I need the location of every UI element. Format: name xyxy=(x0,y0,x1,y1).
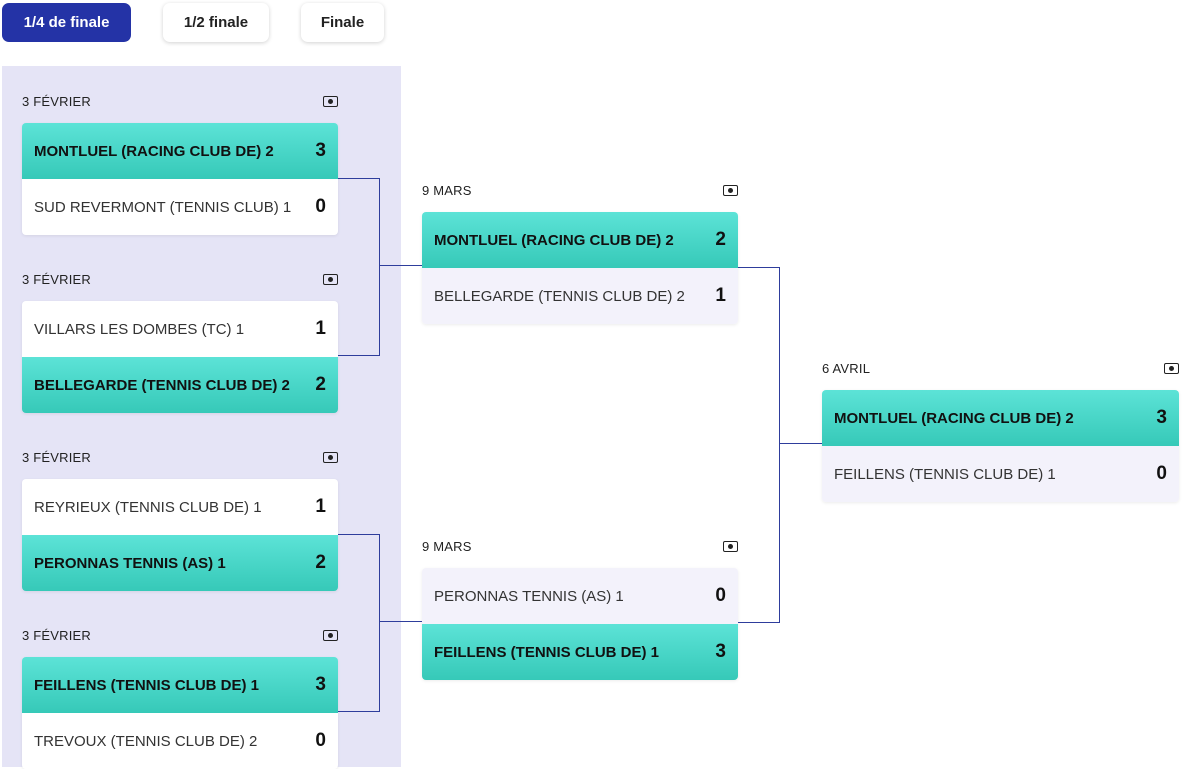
team-score: 0 xyxy=(315,196,326,217)
team-row-winner[interactable]: FEILLENS (TENNIS CLUB DE) 1 3 xyxy=(422,624,738,680)
team-score: 1 xyxy=(315,496,326,517)
match-header: 3 FÉVRIER xyxy=(22,88,338,109)
team-row-winner[interactable]: FEILLENS (TENNIS CLUB DE) 1 3 xyxy=(22,657,338,713)
bracket-connector-line xyxy=(780,443,822,444)
team-name: MONTLUEL (RACING CLUB DE) 2 xyxy=(834,409,1074,427)
team-name: TREVOUX (TENNIS CLUB DE) 2 xyxy=(34,732,258,750)
match-header: 3 FÉVRIER xyxy=(22,266,338,287)
match-header: 9 MARS xyxy=(422,533,738,554)
team-score: 3 xyxy=(715,641,726,662)
team-score: 2 xyxy=(315,552,326,573)
team-name: FEILLENS (TENNIS CLUB DE) 1 xyxy=(34,676,260,694)
team-row[interactable]: FEILLENS (TENNIS CLUB DE) 1 0 xyxy=(822,446,1179,502)
bracket-connector-line xyxy=(380,621,422,622)
team-score: 1 xyxy=(315,318,326,339)
team-row-winner[interactable]: MONTLUEL (RACING CLUB DE) 2 3 xyxy=(822,390,1179,446)
match-date: 3 FÉVRIER xyxy=(22,450,91,465)
bracket-connector xyxy=(738,267,780,623)
team-row[interactable]: REYRIEUX (TENNIS CLUB DE) 1 1 xyxy=(22,479,338,535)
match-date: 6 AVRIL xyxy=(822,361,871,376)
camera-icon[interactable] xyxy=(1164,363,1179,374)
tab-semi-final[interactable]: 1/2 finale xyxy=(163,3,269,42)
team-name: MONTLUEL (RACING CLUB DE) 2 xyxy=(34,142,274,160)
camera-icon[interactable] xyxy=(323,452,338,463)
team-name: REYRIEUX (TENNIS CLUB DE) 1 xyxy=(34,498,262,516)
team-row-winner[interactable]: MONTLUEL (RACING CLUB DE) 2 2 xyxy=(422,212,738,268)
team-row-winner[interactable]: MONTLUEL (RACING CLUB DE) 2 3 xyxy=(22,123,338,179)
team-score: 0 xyxy=(1156,463,1167,484)
match-header: 3 FÉVRIER xyxy=(22,622,338,643)
team-name: VILLARS LES DOMBES (TC) 1 xyxy=(34,320,245,338)
team-score: 0 xyxy=(715,585,726,606)
team-name: MONTLUEL (RACING CLUB DE) 2 xyxy=(434,231,674,249)
team-row-winner[interactable]: PERONNAS TENNIS (AS) 1 2 xyxy=(22,535,338,591)
bracket-connector xyxy=(338,534,380,712)
team-score: 3 xyxy=(315,674,326,695)
tab-final[interactable]: Finale xyxy=(301,3,384,42)
match-header: 6 AVRIL xyxy=(822,355,1179,376)
team-name: FEILLENS (TENNIS CLUB DE) 1 xyxy=(834,465,1056,483)
team-name: FEILLENS (TENNIS CLUB DE) 1 xyxy=(434,643,660,661)
team-name: PERONNAS TENNIS (AS) 1 xyxy=(434,587,624,605)
camera-icon[interactable] xyxy=(723,185,738,196)
team-row[interactable]: VILLARS LES DOMBES (TC) 1 1 xyxy=(22,301,338,357)
match-header: 9 MARS xyxy=(422,177,738,198)
camera-icon[interactable] xyxy=(323,630,338,641)
team-score: 3 xyxy=(315,140,326,161)
tab-quarter-final[interactable]: 1/4 de finale xyxy=(2,3,131,42)
team-score: 3 xyxy=(1156,407,1167,428)
team-row-winner[interactable]: BELLEGARDE (TENNIS CLUB DE) 2 2 xyxy=(22,357,338,413)
team-name: BELLEGARDE (TENNIS CLUB DE) 2 xyxy=(34,376,290,394)
bracket-connector-line xyxy=(380,265,422,266)
team-row[interactable]: BELLEGARDE (TENNIS CLUB DE) 2 1 xyxy=(422,268,738,324)
match-date: 3 FÉVRIER xyxy=(22,628,91,643)
team-score: 1 xyxy=(715,285,726,306)
match-header: 3 FÉVRIER xyxy=(22,444,338,465)
team-score: 2 xyxy=(315,374,326,395)
team-name: BELLEGARDE (TENNIS CLUB DE) 2 xyxy=(434,287,685,305)
team-name: PERONNAS TENNIS (AS) 1 xyxy=(34,554,226,572)
match-date: 9 MARS xyxy=(422,539,472,554)
match-date: 9 MARS xyxy=(422,183,472,198)
match-date: 3 FÉVRIER xyxy=(22,272,91,287)
match-date: 3 FÉVRIER xyxy=(22,94,91,109)
team-row[interactable]: SUD REVERMONT (TENNIS CLUB) 1 0 xyxy=(22,179,338,235)
team-row[interactable]: PERONNAS TENNIS (AS) 1 0 xyxy=(422,568,738,624)
camera-icon[interactable] xyxy=(723,541,738,552)
bracket-connector xyxy=(338,178,380,356)
team-score: 0 xyxy=(315,730,326,751)
team-score: 2 xyxy=(715,229,726,250)
team-name: SUD REVERMONT (TENNIS CLUB) 1 xyxy=(34,198,292,216)
team-row[interactable]: TREVOUX (TENNIS CLUB DE) 2 0 xyxy=(22,713,338,769)
camera-icon[interactable] xyxy=(323,96,338,107)
camera-icon[interactable] xyxy=(323,274,338,285)
